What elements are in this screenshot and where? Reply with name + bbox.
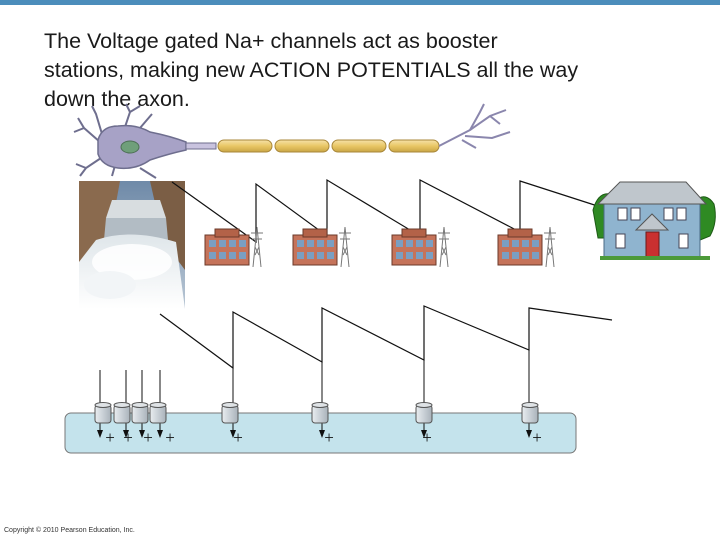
slide-title: The Voltage gated Na+ channels act as bo…: [44, 27, 694, 114]
plus-charge: +: [532, 428, 542, 447]
house-with-trees-icon: [592, 181, 716, 260]
ion-channel: [521, 402, 539, 424]
booster-station-2: [292, 226, 352, 268]
upper-action-potential-trace: [171, 178, 611, 244]
copyright-notice: Copyright © 2010 Pearson Education, Inc.: [4, 527, 135, 534]
booster-station-1: [204, 226, 264, 268]
title-line-1: The Voltage gated Na+ channels act as bo…: [44, 29, 498, 53]
neuron-illustration: [73, 103, 511, 179]
plus-charge: +: [422, 428, 432, 447]
plus-charge: +: [143, 428, 153, 447]
ion-channel: [415, 402, 433, 424]
booster-station-3: [391, 226, 451, 268]
plus-charge: +: [324, 428, 334, 447]
ion-channel: [221, 402, 239, 424]
plus-charge: +: [233, 428, 243, 447]
ion-channel: [131, 402, 149, 424]
plus-charge: +: [165, 428, 175, 447]
lower-action-potential-trace: [159, 305, 613, 370]
booster-station-4: [497, 226, 557, 268]
plus-charge: +: [123, 428, 133, 447]
ion-channel: [149, 402, 167, 424]
top-accent-bar: [0, 0, 720, 5]
plus-charge: +: [105, 428, 115, 447]
ion-channel: [113, 402, 131, 424]
title-line-2: stations, making new ACTION POTENTIALS a…: [44, 58, 579, 82]
ion-channel: [311, 402, 329, 424]
hydroelectric-dam-photo: [79, 181, 185, 309]
title-line-3: down the axon.: [44, 87, 190, 111]
ion-channel: [94, 402, 112, 424]
